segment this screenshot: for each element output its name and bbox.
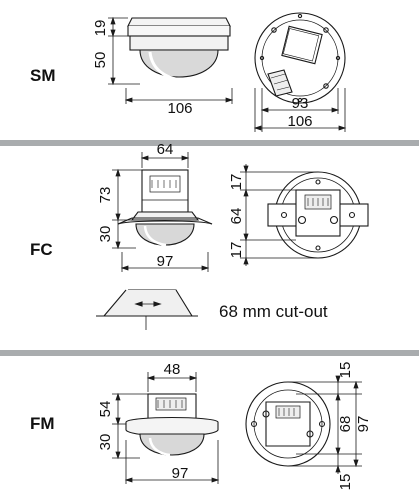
sm-dim-base-outer: 106 — [287, 113, 312, 130]
fm-dim-v-outer: 97 — [355, 416, 372, 433]
sm-dimension-lines — [108, 16, 234, 104]
fc-dim-v-mid: 64 — [228, 208, 245, 225]
fc-cutout-sketch — [96, 289, 198, 330]
fc-dimension-lines — [112, 152, 210, 272]
fc-cutout-label: 68 mm cut-out — [219, 302, 328, 321]
sm-dim-dome-height: 50 — [92, 52, 109, 69]
fm-dim-top-width: 48 — [164, 361, 181, 378]
fc-dim-top-width: 64 — [157, 141, 174, 158]
sm-side-view — [127, 17, 231, 82]
fc-dim-v-bot: 17 — [228, 242, 245, 259]
fc-base-dimension-lines — [240, 164, 318, 266]
fm-side-view — [125, 393, 219, 457]
fc-dim-flange-width: 97 — [157, 253, 174, 270]
fc-dim-dome-height: 30 — [97, 226, 114, 243]
sm-dim-top-height: 19 — [92, 20, 109, 37]
fm-dim-dome-height: 30 — [97, 434, 114, 451]
fm-label: FM — [30, 414, 55, 433]
fm-dim-v-mid: 68 — [337, 416, 354, 433]
fc-side-view — [117, 169, 213, 247]
sm-dim-base-inner: 93 — [292, 95, 309, 112]
fm-dim-v-bot: 15 — [337, 474, 354, 491]
sm-base-view — [254, 12, 346, 104]
fm-dim-v-top: 15 — [337, 362, 354, 379]
fm-dim-body-height: 54 — [97, 401, 114, 418]
sm-base-dimension-lines — [253, 88, 347, 132]
fm-drawing: 48 54 30 97 15 68 97 15 — [97, 361, 372, 491]
fc-dim-v-top: 17 — [228, 174, 245, 191]
sm-label: SM — [30, 66, 56, 85]
fc-dim-body-height: 73 — [97, 187, 114, 204]
sm-dim-width: 106 — [167, 100, 192, 117]
fm-base-view — [245, 381, 331, 467]
fm-dimension-lines — [112, 372, 220, 484]
sm-drawing: 19 50 106 93 106 — [92, 12, 347, 132]
fm-dim-flange-width: 97 — [172, 465, 189, 482]
fc-base-view — [267, 171, 369, 259]
fc-label: FC — [30, 240, 53, 259]
fm-base-dimension-lines — [288, 375, 362, 474]
fc-drawing: 64 73 30 97 17 64 17 — [96, 141, 369, 330]
